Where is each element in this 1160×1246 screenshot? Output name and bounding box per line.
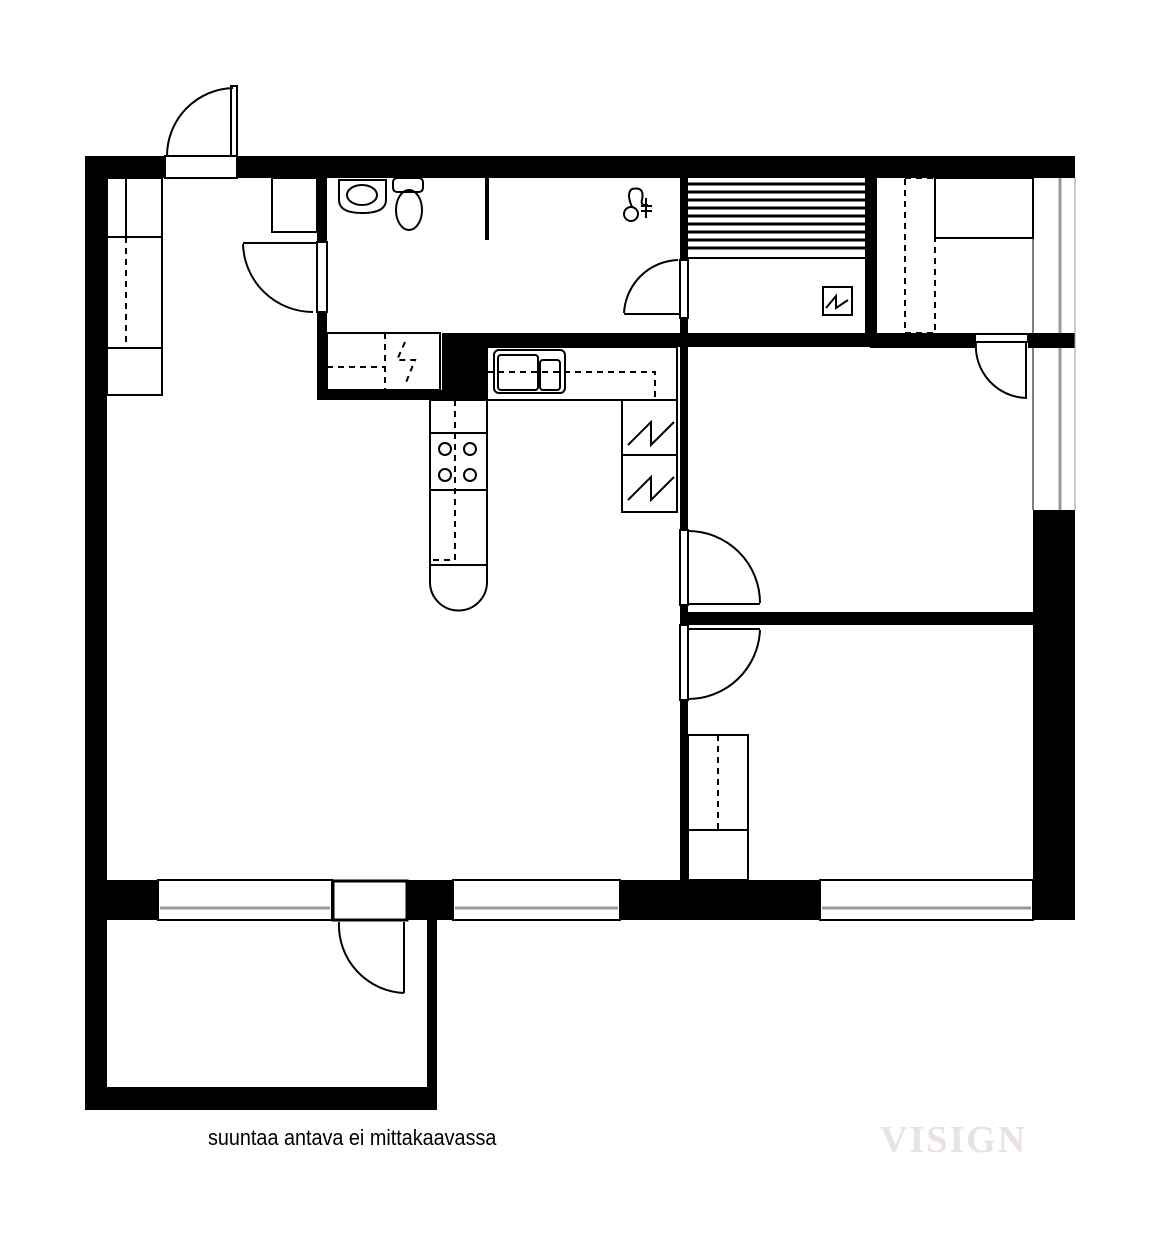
scale-disclaimer-caption: suuntaa antava ei mittakaavassa: [208, 1125, 497, 1150]
visign-logo: VISIGN: [880, 1119, 1028, 1161]
walls: [85, 156, 1075, 1110]
fixtures: [106, 85, 1076, 1089]
